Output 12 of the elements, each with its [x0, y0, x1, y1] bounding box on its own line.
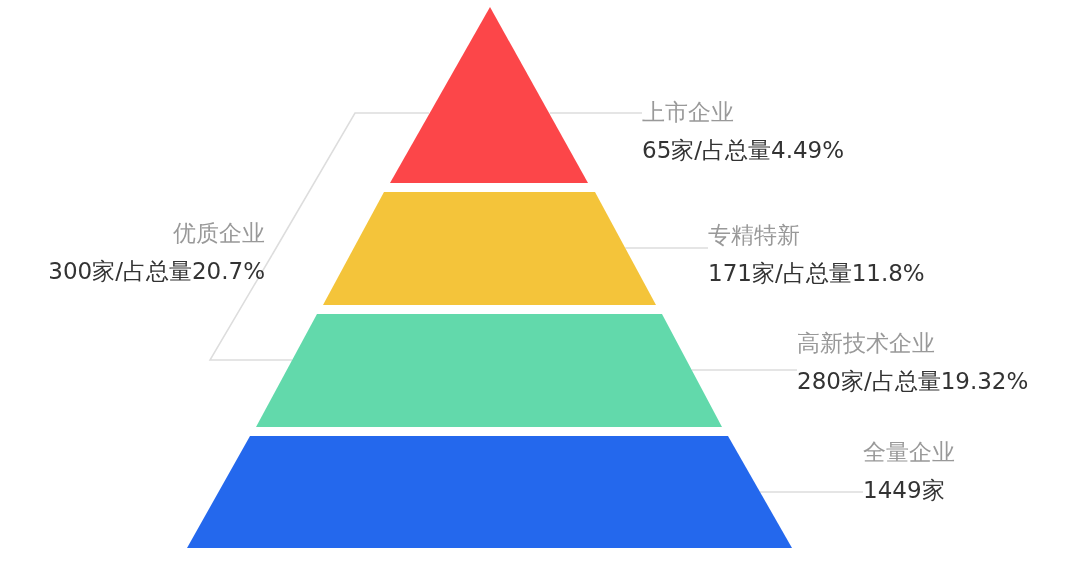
leader-line — [208, 254, 293, 361]
category-label: 高新技术企业 — [797, 329, 936, 358]
count-label: 300家/占总量20.7% — [47, 257, 265, 286]
category-label: 全量企业 — [863, 438, 956, 467]
count-label: 1449家 — [863, 476, 946, 505]
count-label: 65家/占总量4.49% — [642, 136, 846, 165]
category-label: 专精特新 — [708, 221, 801, 250]
leader-line — [271, 112, 430, 256]
category-label: 上市企业 — [642, 98, 735, 127]
count-label: 171家/占总量11.8% — [708, 259, 926, 288]
count-label: 280家/占总量19.32% — [797, 367, 1030, 396]
category-label: 优质企业 — [172, 219, 265, 248]
